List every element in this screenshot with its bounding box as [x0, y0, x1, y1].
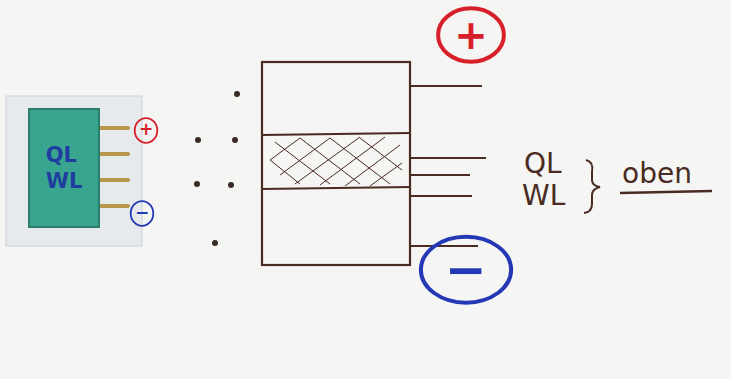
circled-sign: − [418, 234, 514, 306]
pin-lines [410, 86, 486, 246]
polarity-sign: + [454, 15, 488, 55]
pin-dots [194, 91, 240, 246]
tape [6, 96, 142, 246]
wire-label: QL WL [46, 142, 83, 195]
crosshatch [270, 137, 402, 186]
circled-sign: − [130, 200, 154, 227]
polarity-sign: − [445, 245, 487, 295]
polarity-sign: − [135, 204, 149, 221]
handwritten-label: WL [522, 182, 565, 210]
connector-pins [100, 128, 128, 206]
connector-body: QL WL [28, 108, 100, 228]
handwritten-label: oben [622, 160, 692, 188]
brace [584, 160, 600, 213]
circled-sign: + [436, 6, 506, 64]
underline [620, 191, 712, 193]
handwritten-label: QL [524, 150, 562, 178]
housing-sketch [262, 62, 410, 265]
circled-sign: + [134, 117, 158, 144]
polarity-sign: + [139, 121, 153, 138]
